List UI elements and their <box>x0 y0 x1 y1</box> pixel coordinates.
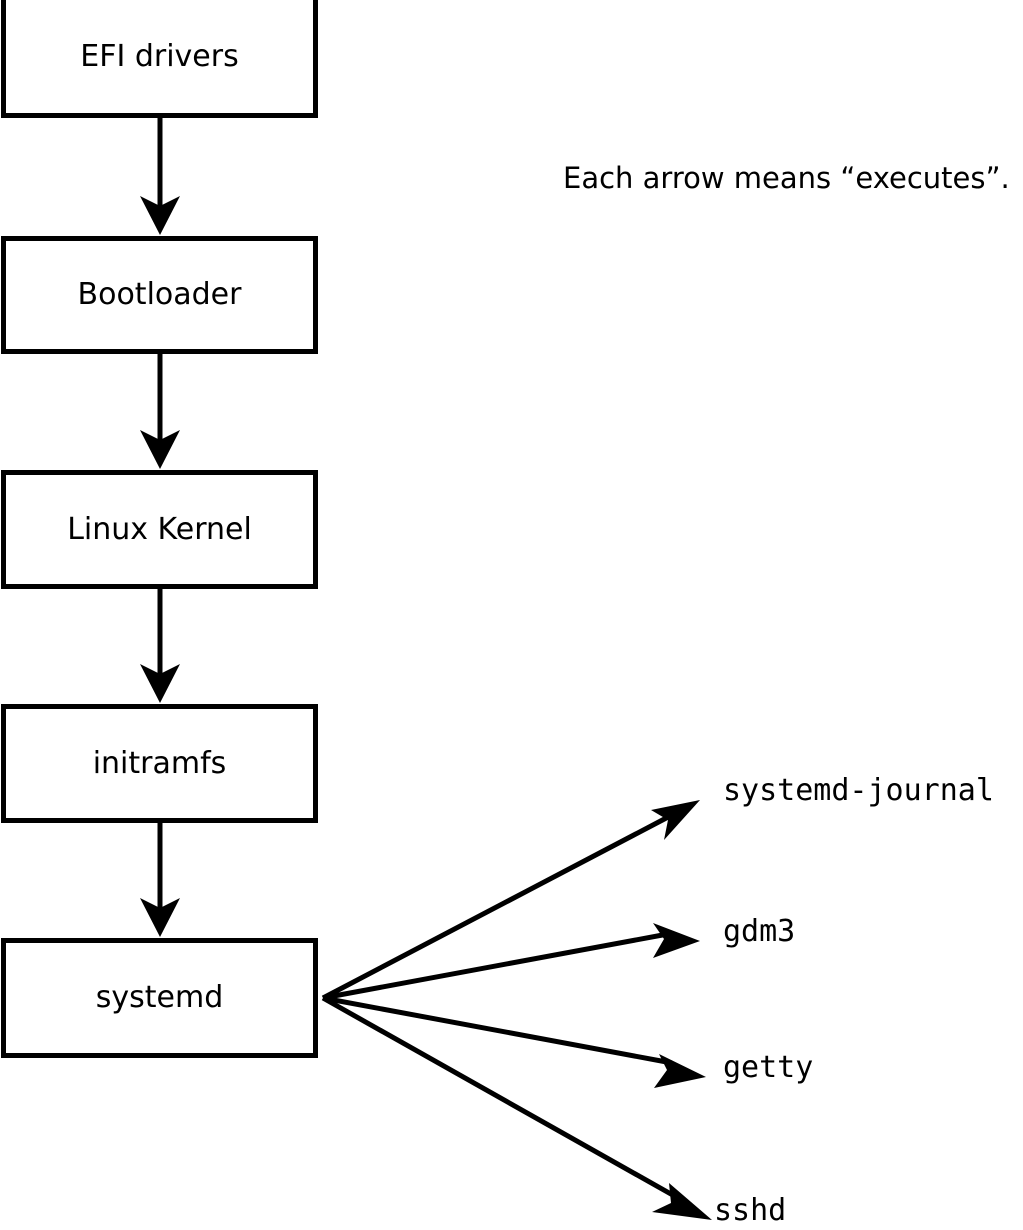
stage-label-systemd: systemd <box>95 980 224 1015</box>
arrow-efi-to-bootloader <box>140 118 180 235</box>
arrow-systemd-to-gdm3 <box>322 923 700 1001</box>
service-label-getty[interactable]: getty <box>723 1050 814 1085</box>
stage-box-initramfs[interactable]: initramfs <box>1 704 318 823</box>
stage-box-linux-kernel[interactable]: Linux Kernel <box>1 470 318 589</box>
arrow-systemd-to-systemd-journal <box>321 800 700 1001</box>
arrow-bootloader-to-kernel <box>140 354 180 469</box>
service-label-systemd-journal[interactable]: systemd-journal <box>723 773 994 808</box>
stage-label-efi-drivers: EFI drivers <box>80 38 239 74</box>
service-label-gdm3[interactable]: gdm3 <box>723 914 796 949</box>
stage-label-bootloader: Bootloader <box>77 277 242 312</box>
arrow-initramfs-to-systemd <box>140 823 180 937</box>
arrow-kernel-to-initramfs <box>140 589 180 703</box>
service-label-sshd[interactable]: sshd <box>714 1193 787 1228</box>
arrow-systemd-to-getty <box>322 995 706 1088</box>
stage-box-bootloader[interactable]: Bootloader <box>1 236 318 354</box>
stage-box-systemd[interactable]: systemd <box>1 938 318 1058</box>
stage-label-initramfs: initramfs <box>92 745 227 781</box>
arrow-systemd-to-sshd <box>321 995 712 1220</box>
legend-caption: Each arrow means “executes”. <box>563 161 1010 195</box>
stage-label-linux-kernel: Linux Kernel <box>67 511 252 547</box>
stage-box-efi-drivers[interactable]: EFI drivers <box>1 0 318 118</box>
